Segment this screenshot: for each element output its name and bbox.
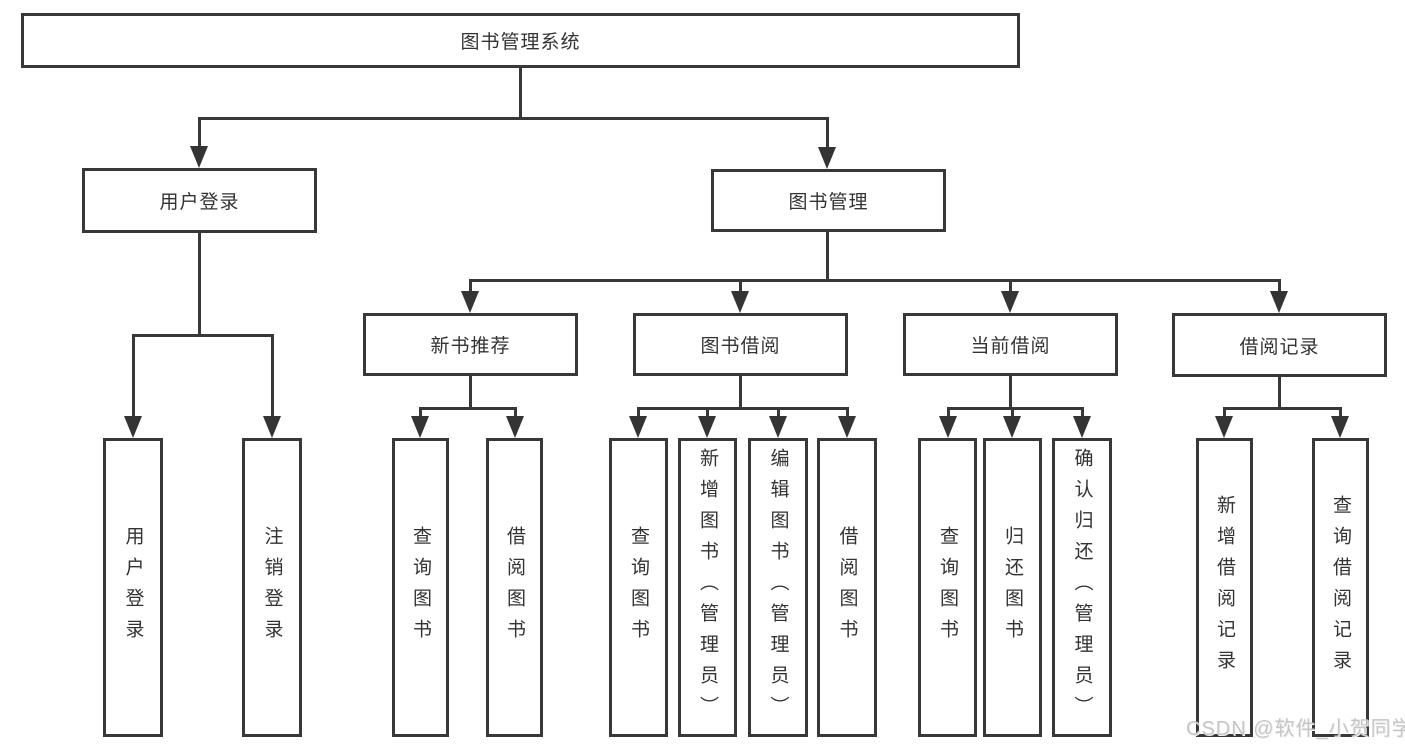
node-label: 图书借阅 (700, 336, 781, 357)
node-label: 新增图书（管理员） (697, 448, 718, 727)
node-label: 归还图书 (1002, 525, 1023, 650)
arrowhead-down (411, 416, 429, 438)
node-label: 借阅图书 (836, 525, 858, 650)
connector-line (469, 279, 1281, 282)
connector-line (637, 407, 640, 418)
node-library-management-system: 图书管理系统 (21, 13, 1020, 68)
connector-line (469, 279, 472, 293)
leaf-add-borrow-record: 新增借阅记录 (1196, 438, 1253, 737)
connector-line (1009, 376, 1012, 409)
connector-line (637, 407, 849, 410)
arrowhead-down (731, 291, 749, 313)
node-label: 新增借阅记录 (1214, 494, 1235, 681)
connector-line (777, 407, 780, 418)
leaf-query-books-recommend: 查询图书 (392, 438, 449, 737)
node-label: 借阅记录 (1239, 336, 1320, 358)
node-label: 图书管理系统 (460, 32, 581, 53)
node-label: 查询图书 (410, 525, 431, 650)
csdn-watermark: CSDN @软件_小贺同学 (1186, 718, 1405, 740)
node-label: 借阅图书 (504, 525, 525, 650)
leaf-borrow-books-recommend: 借阅图书 (486, 438, 543, 737)
arrowhead-down (698, 416, 716, 438)
node-label: 图书管理 (788, 192, 869, 213)
connector-line (514, 407, 517, 418)
connector-line (706, 407, 709, 418)
arrowhead-down (506, 416, 524, 438)
node-label: 用户登录 (159, 192, 240, 213)
leaf-add-books-admin: 新增图书（管理员） (678, 438, 737, 737)
arrowhead-down (263, 416, 281, 438)
leaf-query-borrow-record: 查询借阅记录 (1312, 438, 1369, 737)
connector-line (1009, 279, 1012, 293)
connector-line (1081, 407, 1084, 418)
arrowhead-down (629, 416, 647, 438)
arrowhead-down (461, 291, 479, 313)
connector-line (271, 334, 274, 418)
arrowhead-down (818, 147, 836, 169)
node-new-book-recommendation: 新书推荐 (363, 313, 578, 376)
connector-line (826, 117, 829, 149)
leaf-query-books-borrowing: 查询图书 (609, 438, 668, 737)
arrowhead-down (1003, 416, 1021, 438)
connector-line (1011, 407, 1014, 418)
connector-line (1278, 377, 1281, 409)
arrowhead-down (769, 416, 787, 438)
connector-line (419, 407, 422, 418)
connector-line (739, 376, 742, 409)
connector-line (469, 376, 472, 409)
leaf-confirm-return-admin: 确认归还（管理员） (1052, 438, 1112, 737)
leaf-edit-books-admin: 编辑图书（管理员） (748, 438, 808, 737)
connector-line (198, 117, 828, 120)
arrowhead-down (124, 416, 142, 438)
node-user-login: 用户登录 (82, 168, 317, 233)
node-label: 查询图书 (937, 525, 958, 650)
node-label: 查询图书 (628, 525, 649, 650)
connector-line (132, 334, 274, 337)
node-book-borrowing: 图书借阅 (633, 313, 848, 376)
connector-line (846, 407, 849, 418)
node-label: 当前借阅 (970, 336, 1051, 357)
node-label: 编辑图书（管理员） (767, 448, 789, 727)
connector-line (519, 68, 522, 118)
leaf-return-books: 归还图书 (983, 438, 1042, 737)
arrowhead-down (1073, 416, 1091, 438)
leaf-logout: 注销登录 (242, 438, 302, 737)
node-borrowing-records: 借阅记录 (1172, 313, 1387, 377)
node-label: 查询借阅记录 (1330, 494, 1351, 681)
leaf-borrow-books-borrowing: 借阅图书 (817, 438, 877, 737)
node-label: 注销登录 (261, 525, 283, 650)
arrowhead-down (1215, 416, 1233, 438)
connector-line (826, 232, 829, 281)
connector-line (198, 233, 201, 336)
node-book-management: 图书管理 (711, 169, 946, 232)
node-current-borrowing: 当前借阅 (903, 313, 1118, 376)
arrowhead-down (1331, 416, 1349, 438)
connector-line (1223, 407, 1226, 418)
leaf-query-books-current: 查询图书 (918, 438, 977, 737)
connector-line (1223, 407, 1342, 410)
connector-line (947, 407, 950, 418)
arrowhead-down (1001, 291, 1019, 313)
connector-line (947, 407, 1084, 410)
connector-line (1278, 279, 1281, 293)
leaf-user-login: 用户登录 (103, 438, 163, 737)
arrowhead-down (1270, 291, 1288, 313)
arrowhead-down (190, 146, 208, 168)
connector-line (739, 279, 742, 293)
connector-line (198, 117, 201, 148)
node-label: 用户登录 (122, 525, 144, 650)
connector-line (132, 334, 135, 418)
connector-line (1339, 407, 1342, 418)
node-label: 新书推荐 (430, 336, 511, 357)
connector-line (419, 407, 517, 410)
arrowhead-down (838, 416, 856, 438)
node-label: 确认归还（管理员） (1071, 448, 1093, 727)
arrowhead-down (939, 416, 957, 438)
